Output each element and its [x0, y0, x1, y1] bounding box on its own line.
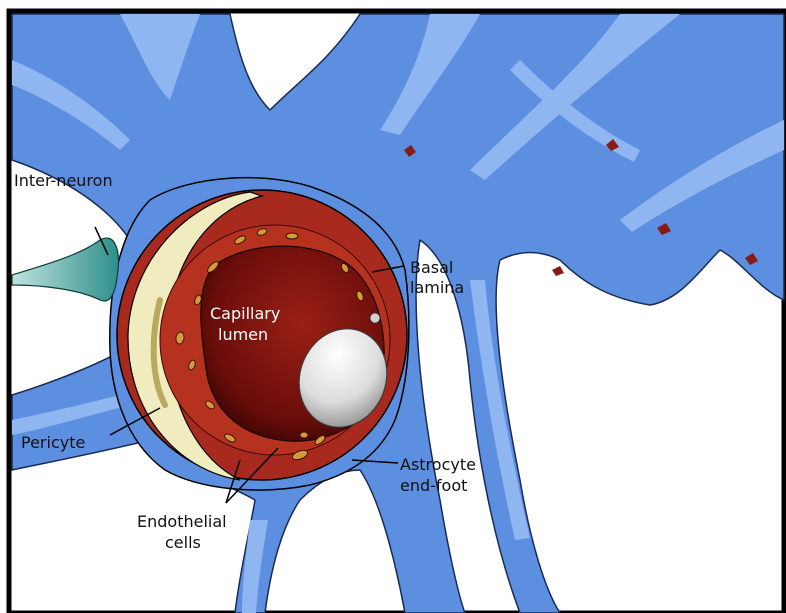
label-capillary-lumen: Capillary	[210, 304, 280, 323]
label-basal-lamina-2: lamina	[410, 278, 464, 297]
label-endothelial-cells-2: cells	[165, 533, 201, 552]
inter-neuron	[12, 238, 118, 301]
label-endothelial-cells: Endothelial	[137, 512, 227, 531]
label-basal-lamina: Basal	[410, 258, 453, 277]
label-astrocyte-end-foot-2: end-foot	[400, 476, 467, 495]
label-pericyte: Pericyte	[21, 433, 85, 452]
label-astrocyte-end-foot: Astrocyte	[400, 455, 476, 474]
label-capillary-lumen-2: lumen	[218, 325, 268, 344]
label-inter-neuron: Inter-neuron	[14, 171, 113, 190]
